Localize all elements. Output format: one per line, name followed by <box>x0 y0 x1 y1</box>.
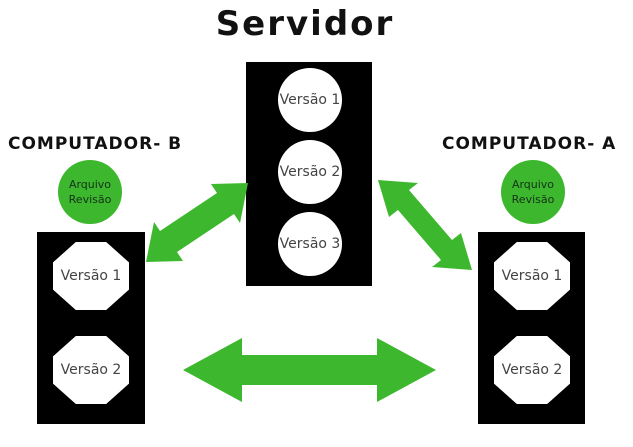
computer-b-file-revision-badge: Arquivo Revisão <box>58 160 122 224</box>
server-version-1: Versão 1 <box>278 68 342 132</box>
computer-a-label: COMPUTADOR- A <box>442 134 617 154</box>
computer-a-file-revision-badge: Arquivo Revisão <box>501 160 565 224</box>
computer-b-badge-line-1: Arquivo <box>68 178 112 191</box>
computer-b-version-2: Versão 2 <box>53 336 129 404</box>
server-version-2: Versão 2 <box>278 140 342 204</box>
arrow-computer-b-server <box>146 183 248 262</box>
computer-a-badge-line-2: Revisão <box>511 193 555 206</box>
arrow-server-computer-a <box>378 180 472 270</box>
computer-b-badge-line-2: Revisão <box>68 193 112 206</box>
server-version-3: Versão 3 <box>278 212 342 276</box>
computer-b-label: COMPUTADOR- B <box>8 134 183 154</box>
server-title: Servidor <box>215 4 395 44</box>
computer-a-tower: Versão 1 Versão 2 <box>478 232 585 424</box>
server-tower: Versão 1 Versão 2 Versão 3 <box>246 62 372 286</box>
arrow-computer-b-computer-a <box>183 338 436 402</box>
computer-a-badge-line-1: Arquivo <box>511 178 555 191</box>
computer-a-version-1: Versão 1 <box>494 242 570 310</box>
computer-b-version-1: Versão 1 <box>53 242 129 310</box>
computer-a-version-2: Versão 2 <box>494 336 570 404</box>
computer-b-tower: Versão 1 Versão 2 <box>37 232 145 424</box>
